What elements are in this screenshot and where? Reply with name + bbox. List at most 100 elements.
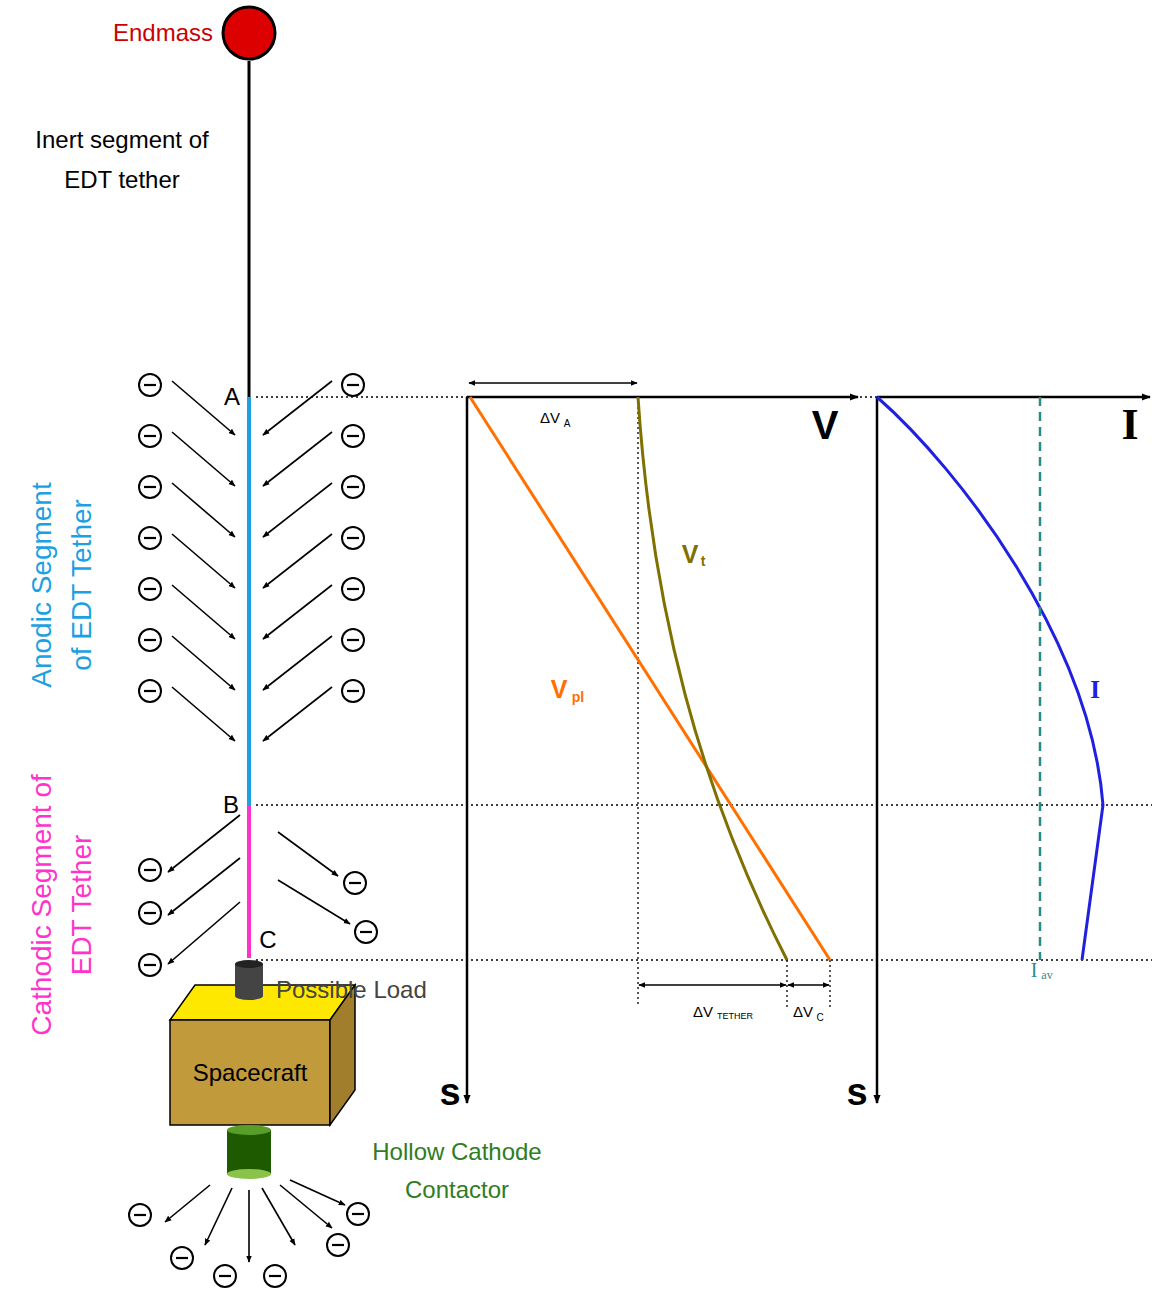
electron-symbol bbox=[352, 1213, 364, 1215]
electron-symbol bbox=[347, 435, 359, 437]
electron-symbol bbox=[144, 639, 156, 641]
axis-label: s bbox=[439, 1072, 460, 1114]
guide-lines bbox=[256, 397, 1152, 1010]
axis-label: V bbox=[812, 403, 839, 447]
axis-label: s bbox=[846, 1072, 867, 1114]
electron-symbol bbox=[347, 537, 359, 539]
electron-arrow bbox=[168, 902, 240, 964]
electron-symbol bbox=[332, 1244, 344, 1246]
electron-arrows bbox=[129, 374, 377, 1287]
dimension-arrows bbox=[469, 383, 829, 985]
electron-symbol bbox=[144, 964, 156, 966]
point-label: C bbox=[259, 927, 276, 953]
electron-symbol bbox=[144, 486, 156, 488]
electron-symbol bbox=[171, 1247, 193, 1269]
electron-arrow bbox=[165, 1185, 210, 1222]
point-label: B bbox=[223, 792, 239, 818]
electron-symbol bbox=[342, 527, 364, 549]
curve-label: I bbox=[1031, 959, 1038, 981]
electron-symbol bbox=[344, 872, 366, 894]
dimension-label: ΔV bbox=[693, 1004, 713, 1021]
electron-symbol bbox=[139, 374, 161, 396]
cathode-contactor: Hollow Cathode Contactor bbox=[225, 1125, 273, 1180]
electron-symbol bbox=[139, 476, 161, 498]
load-cylinder-shape bbox=[234, 958, 264, 1000]
electron-symbol bbox=[144, 588, 156, 590]
axis-label: I bbox=[1121, 401, 1138, 449]
electron-symbol bbox=[176, 1257, 188, 1259]
electron-arrow bbox=[172, 636, 235, 690]
electron-symbol bbox=[139, 578, 161, 600]
chart-axes bbox=[467, 397, 1150, 1103]
curve-label: I bbox=[1090, 676, 1100, 704]
electron-symbol bbox=[139, 954, 161, 976]
tether-potential-curve bbox=[638, 397, 787, 960]
dimension-label: ΔV bbox=[793, 1004, 813, 1021]
electron-symbol bbox=[342, 374, 364, 396]
electron-symbol bbox=[347, 690, 359, 692]
segment-label: Cathodic Segment of EDT Tether bbox=[22, 774, 102, 1036]
electron-arrow bbox=[263, 534, 332, 588]
electron-arrow bbox=[262, 1188, 295, 1245]
electron-arrow bbox=[172, 534, 235, 588]
electron-symbol bbox=[144, 537, 156, 539]
spacecraft-box-shape bbox=[170, 985, 355, 1125]
electron-symbol bbox=[342, 578, 364, 600]
electron-symbol bbox=[327, 1234, 349, 1256]
electron-arrow bbox=[263, 432, 332, 486]
electron-arrow bbox=[290, 1180, 345, 1205]
electron-symbol bbox=[347, 639, 359, 641]
cathode-contactor-shape bbox=[225, 1125, 273, 1180]
electron-symbol bbox=[342, 680, 364, 702]
electron-symbol bbox=[144, 384, 156, 386]
average-current-line bbox=[1039, 397, 1042, 960]
electron-symbol bbox=[144, 690, 156, 692]
node-label: Spacecraft bbox=[170, 1020, 330, 1125]
electron-symbol bbox=[139, 859, 161, 881]
electron-arrow bbox=[263, 585, 332, 639]
cathodic-segment bbox=[247, 805, 251, 958]
electron-symbol bbox=[144, 435, 156, 437]
electron-symbol bbox=[347, 384, 359, 386]
electron-symbol bbox=[139, 680, 161, 702]
electron-arrow bbox=[172, 585, 235, 639]
electron-arrow bbox=[172, 483, 235, 537]
subscript: t bbox=[701, 554, 706, 569]
curve-label: V bbox=[551, 676, 568, 704]
electron-symbol bbox=[214, 1265, 236, 1287]
electron-symbol bbox=[144, 912, 156, 914]
node-label: Hollow Cathode Contactor bbox=[357, 1133, 557, 1209]
electron-arrow bbox=[263, 381, 332, 435]
electron-symbol bbox=[269, 1275, 281, 1277]
plasma-potential-line bbox=[470, 397, 830, 960]
electron-arrow bbox=[172, 432, 235, 486]
node-label: Endmass bbox=[113, 19, 213, 47]
electron-symbol bbox=[347, 486, 359, 488]
electron-symbol bbox=[342, 425, 364, 447]
endmass-circle-shape bbox=[221, 5, 277, 61]
subscript: TETHER bbox=[717, 1012, 753, 1022]
electron-arrow bbox=[205, 1188, 232, 1245]
electron-symbol bbox=[219, 1275, 231, 1277]
electron-symbol bbox=[342, 629, 364, 651]
electron-symbol bbox=[349, 882, 361, 884]
electron-arrow bbox=[248, 1190, 250, 1262]
current-curve bbox=[877, 397, 1103, 960]
electron-symbol bbox=[129, 1204, 151, 1226]
electron-symbol bbox=[134, 1214, 146, 1216]
load-cylinder: Possible Load bbox=[234, 958, 264, 1000]
curve-label: V bbox=[682, 541, 699, 569]
electron-symbol bbox=[360, 931, 372, 933]
node-label: Possible Load bbox=[276, 976, 427, 1004]
subscript: pl bbox=[572, 690, 584, 705]
electron-symbol bbox=[139, 425, 161, 447]
electron-symbol bbox=[347, 1203, 369, 1225]
electron-symbol bbox=[347, 588, 359, 590]
electron-arrow bbox=[263, 636, 332, 690]
subscript: av bbox=[1041, 969, 1052, 982]
electron-arrow bbox=[172, 687, 235, 741]
electron-arrow bbox=[280, 1185, 332, 1228]
electron-arrow bbox=[168, 815, 240, 872]
electron-arrow bbox=[278, 880, 350, 924]
electron-symbol bbox=[139, 527, 161, 549]
